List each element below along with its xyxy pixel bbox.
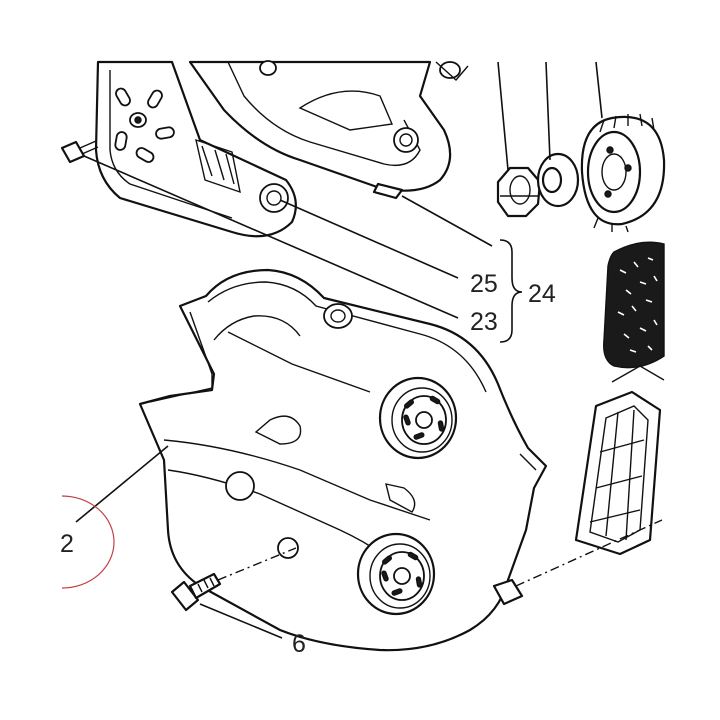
small-screw-icon: [60, 140, 99, 164]
callout-2: 2: [60, 530, 74, 558]
air-filter-element: [603, 241, 665, 369]
leader-25: [279, 199, 459, 279]
cover-lower-pulley-window: [356, 532, 436, 616]
callout-25: 25: [470, 270, 498, 298]
leader-23: [83, 155, 459, 319]
callout-23: 23: [470, 308, 498, 336]
assembly-line-filter: [515, 519, 663, 587]
leader-24-bracket: [401, 195, 493, 247]
socket-head-screw-icon: [170, 572, 222, 612]
assembly-line-screw: [217, 547, 297, 581]
leader-2: [75, 445, 169, 523]
leader-washer: [545, 61, 551, 161]
engine-bracket: [188, 60, 469, 200]
air-filter-frame: [574, 365, 665, 556]
callout-2-highlight-arc: [61, 495, 115, 589]
inner-belt-cover: [94, 60, 297, 238]
leader-6: [199, 603, 283, 639]
leader-nut: [497, 61, 509, 171]
callout-24: 24: [528, 280, 556, 308]
toothed-pulley-icon: [580, 113, 666, 233]
cover-upper-pulley-window: [378, 376, 458, 460]
callout-brace: [499, 239, 523, 343]
pulley-washer-icon: [536, 152, 580, 208]
pulley-nut-icon: [496, 166, 542, 218]
leader-pulley: [595, 61, 603, 119]
callout-6: 6: [292, 630, 306, 658]
outer-belt-cover: [138, 268, 548, 652]
